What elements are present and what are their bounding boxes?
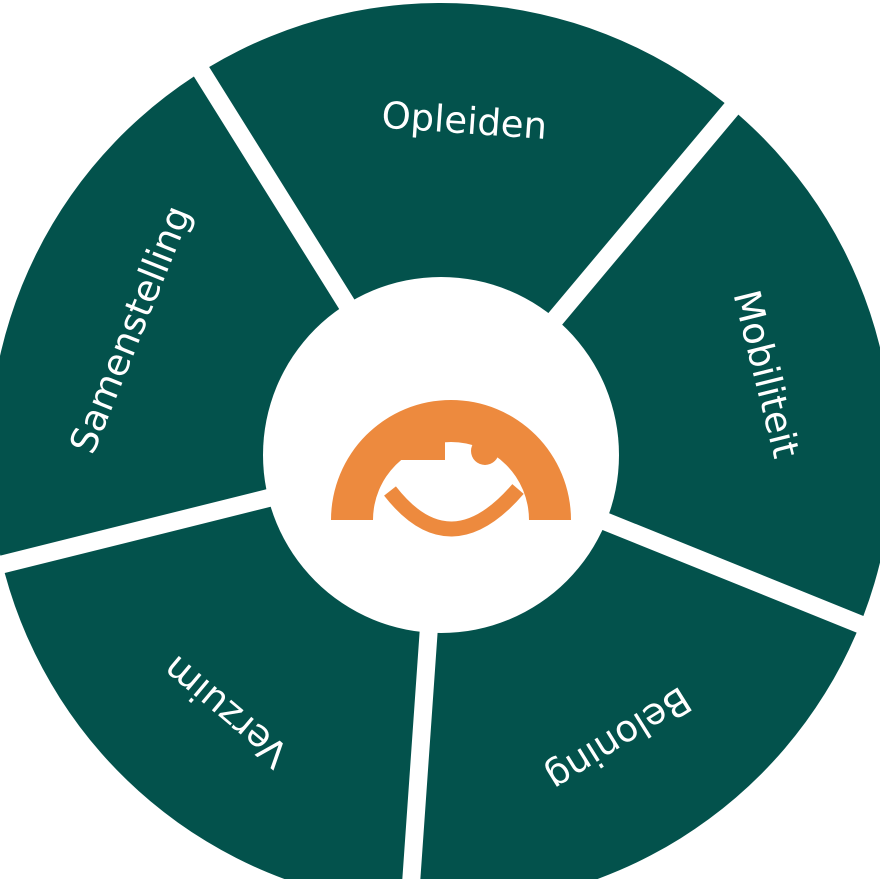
segment-beloning (420, 522, 857, 879)
segment-opleiden (209, 3, 725, 329)
segments-group (0, 3, 880, 879)
segment-mobiliteit (549, 114, 880, 616)
logo-arc (331, 400, 571, 520)
segment-samenstelling (0, 76, 350, 556)
logo-open-eye (471, 437, 499, 465)
winking-smiley-icon (331, 400, 571, 537)
segment-verzuim (4, 501, 422, 879)
logo-smile (384, 484, 524, 537)
logo-wink-eye (401, 442, 445, 460)
